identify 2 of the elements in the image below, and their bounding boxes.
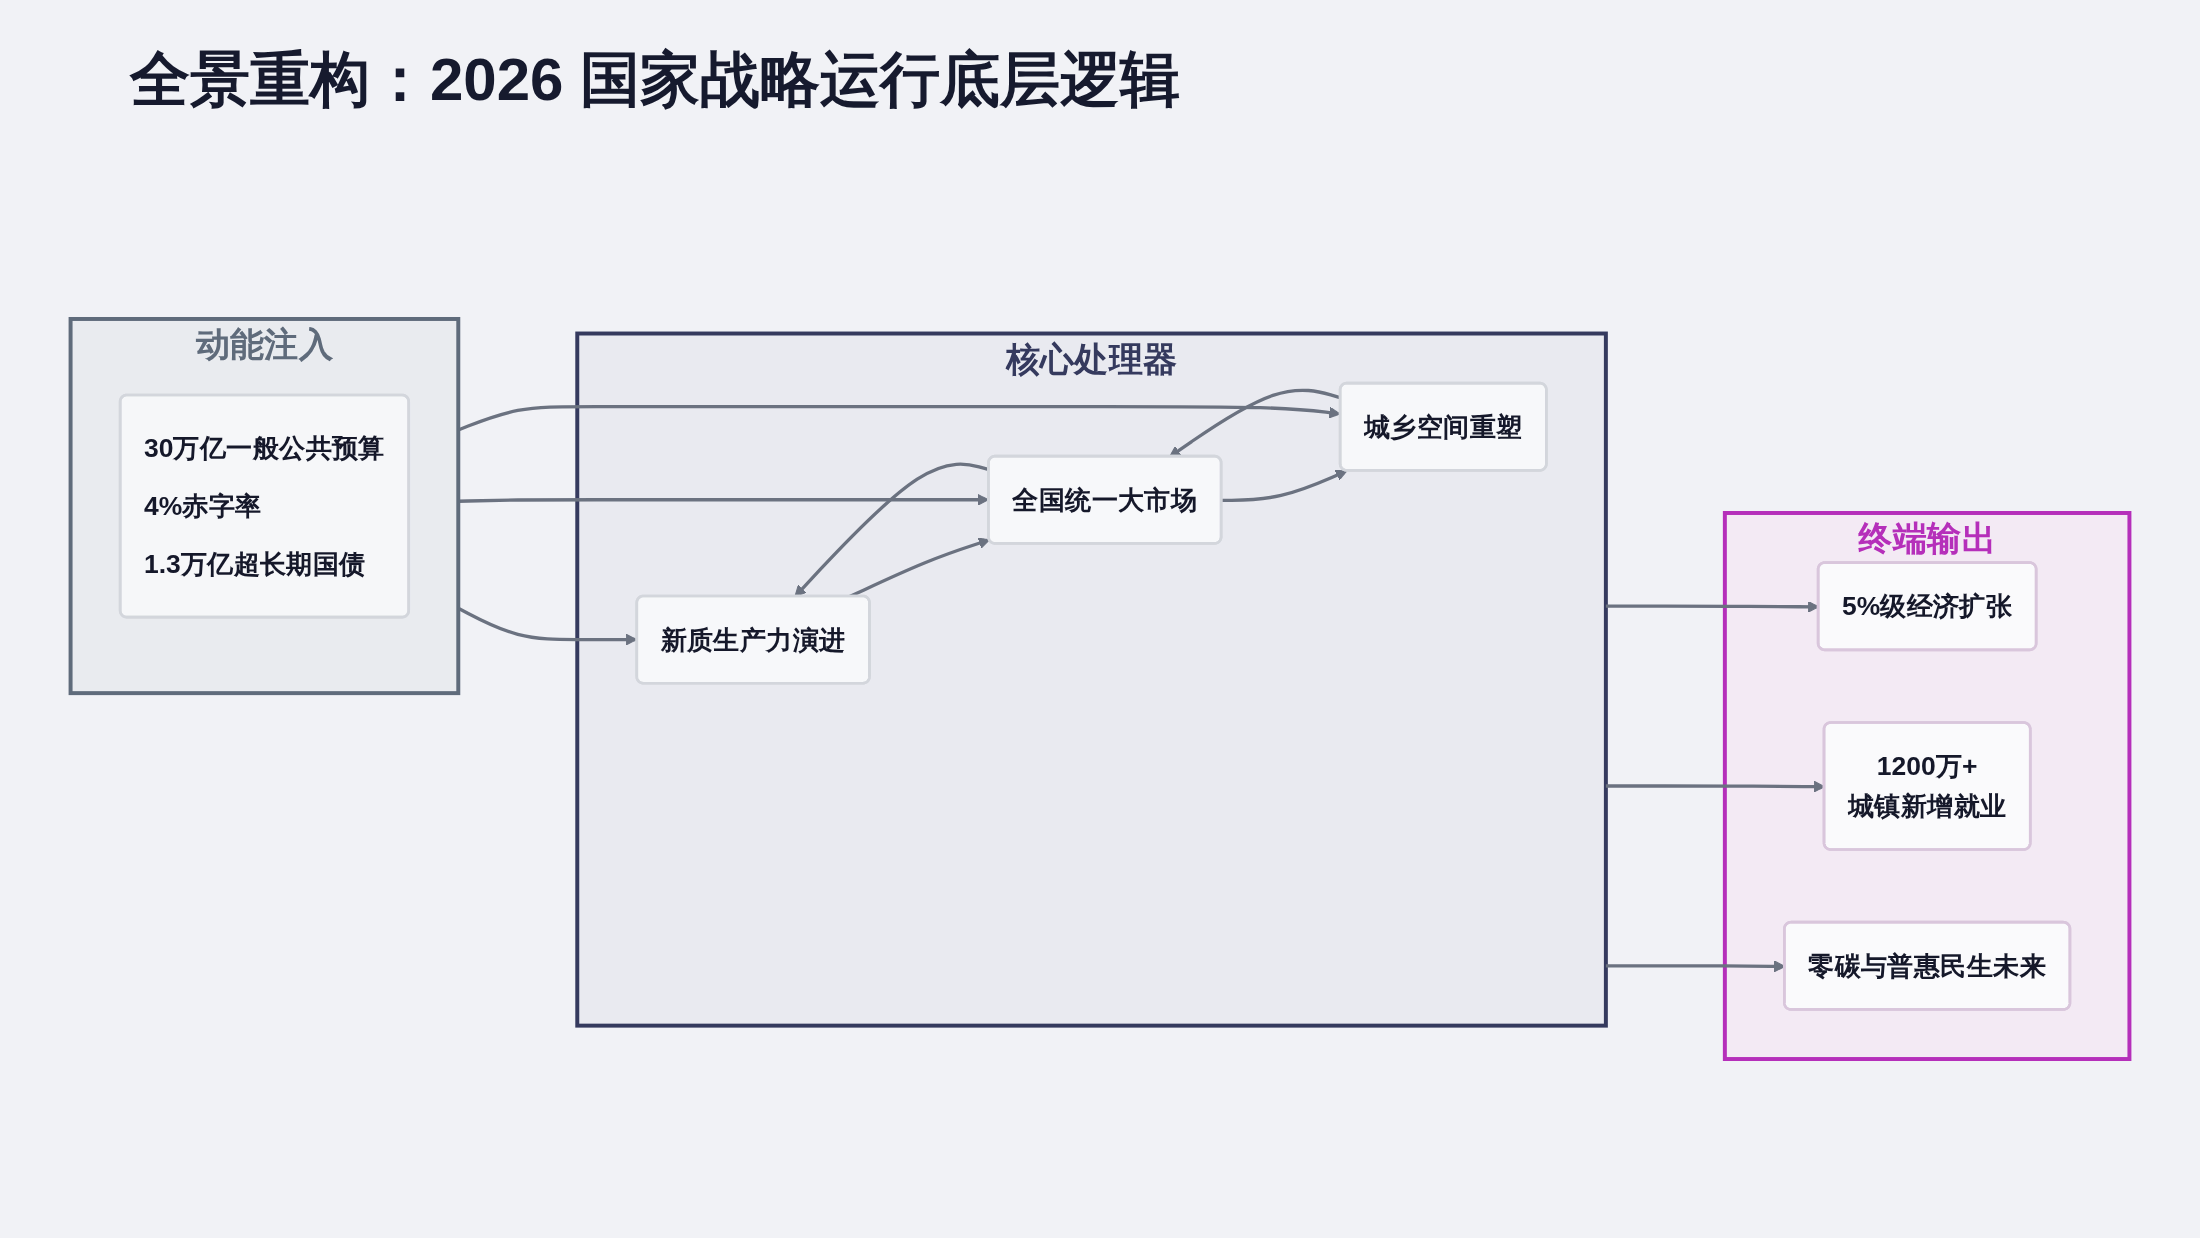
arrow [1221,469,1348,503]
title: 全景重构：2026 国家战略运行底层逻辑 [130,45,1181,115]
